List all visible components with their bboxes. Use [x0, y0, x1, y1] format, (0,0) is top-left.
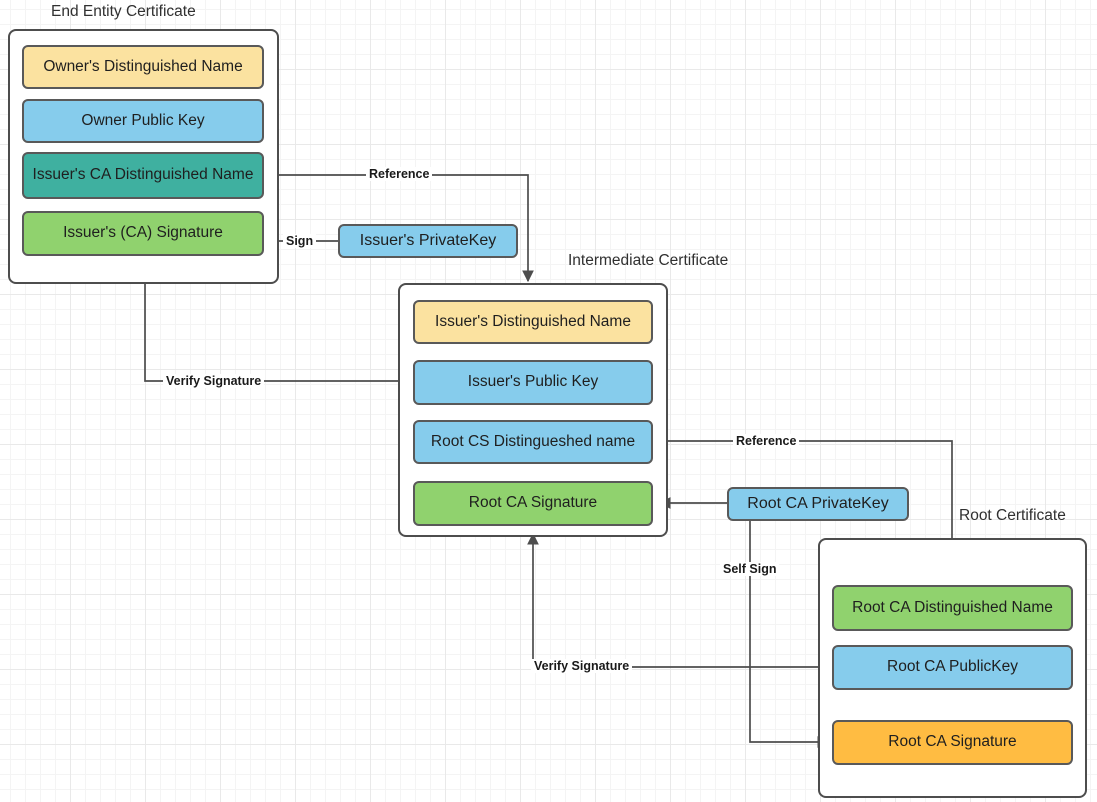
edge-label-verify-signature-bottom: Verify Signature [531, 659, 633, 673]
edge-label-verify-signature-top: Verify Signature [163, 374, 265, 388]
field-root-cs-distingueshed-name[interactable]: Root CS Distingueshed name [413, 420, 653, 464]
edge-label-reference-top: Reference [366, 167, 433, 181]
field-issuer-ca-signature[interactable]: Issuer's (CA) Signature [22, 211, 264, 256]
field-root-ca-publickey[interactable]: Root CA PublicKey [832, 645, 1073, 690]
field-owner-public-key[interactable]: Owner Public Key [22, 99, 264, 143]
edge-label-sign: Sign [283, 234, 317, 248]
key-issuers-privatekey[interactable]: Issuer's PrivateKey [338, 224, 518, 258]
field-owner-distinguished-name[interactable]: Owner's Distinguished Name [22, 45, 264, 89]
edge-label-reference-bottom: Reference [733, 434, 800, 448]
edge-reference-top [264, 174, 534, 283]
field-root-ca-distinguished-name[interactable]: Root CA Distinguished Name [832, 585, 1073, 631]
edge-verify-signature-bottom [527, 532, 832, 668]
field-issuer-distinguished-name[interactable]: Issuer's Distinguished Name [413, 300, 653, 344]
field-root-ca-signature-intermediate[interactable]: Root CA Signature [413, 481, 653, 526]
cert-title-end-entity: End Entity Certificate [51, 3, 196, 20]
cert-title-intermediate: Intermediate Certificate [568, 252, 729, 269]
field-root-ca-signature-root[interactable]: Root CA Signature [832, 720, 1073, 765]
field-issuers-public-key[interactable]: Issuer's Public Key [413, 360, 653, 405]
cert-title-root: Root Certificate [959, 507, 1066, 524]
edge-verify-signature-top [139, 262, 413, 382]
key-root-ca-privatekey[interactable]: Root CA PrivateKey [727, 487, 909, 521]
edge-label-self-sign: Self Sign [720, 562, 780, 576]
edge-self-sign [749, 521, 830, 748]
field-issuer-ca-distinguished-name[interactable]: Issuer's CA Distinguished Name [22, 152, 264, 199]
